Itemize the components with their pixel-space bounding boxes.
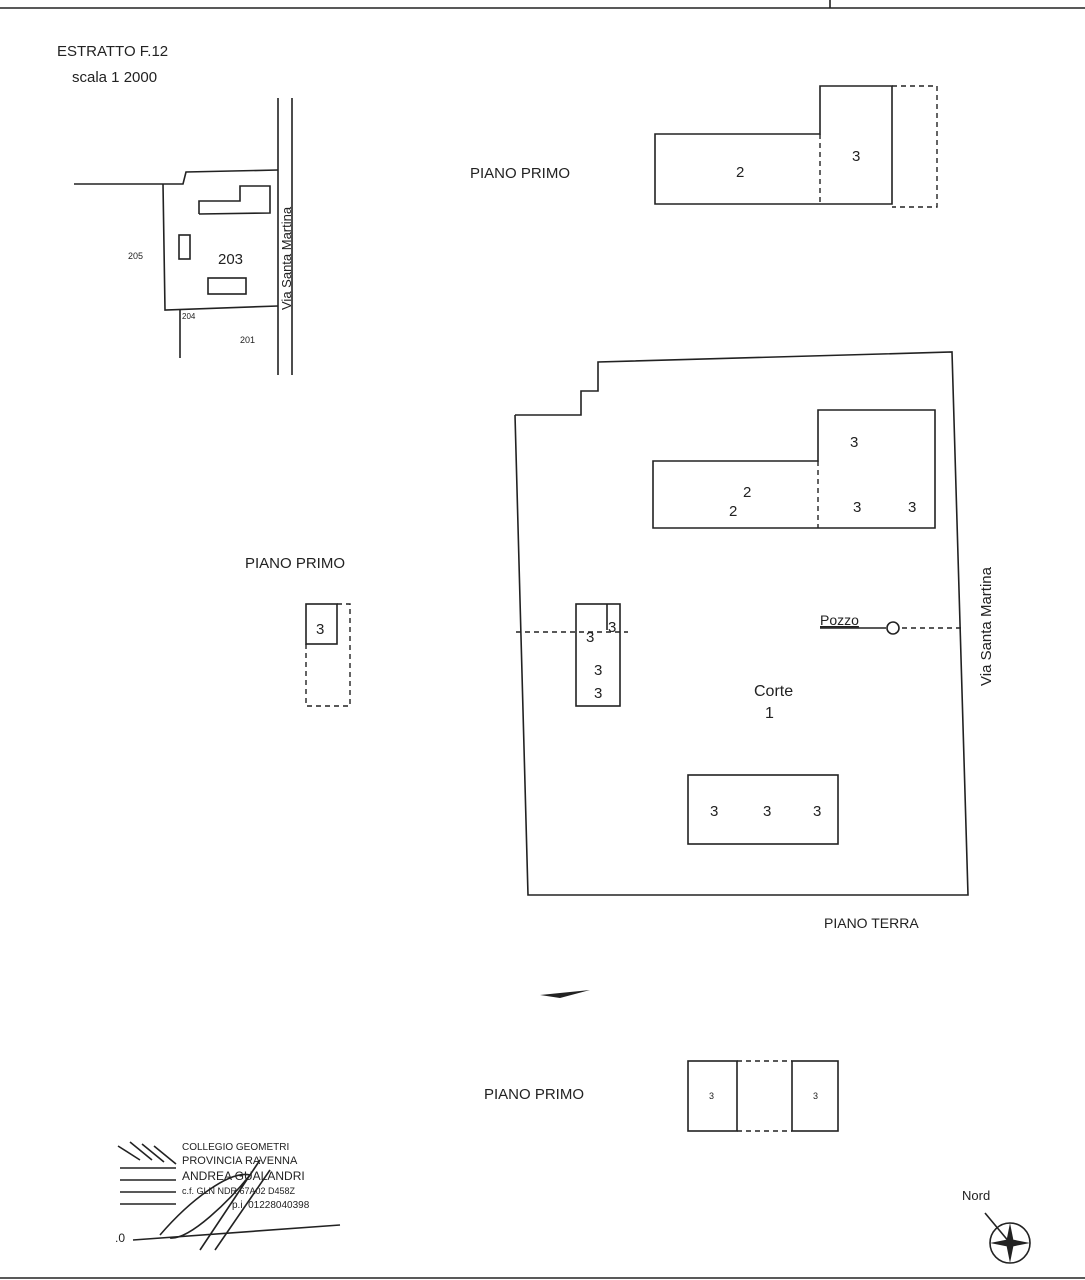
svg-text:3: 3: [813, 803, 821, 820]
extract-scale: scala 1 2000: [72, 69, 157, 86]
svg-text:p.i. 01228040398: p.i. 01228040398: [232, 1200, 310, 1211]
well-label: Pozzo: [820, 612, 859, 628]
parcel-number: 203: [218, 251, 243, 268]
first-floor-plan-top: PIANO PRIMO 2 3: [470, 85, 938, 208]
svg-text:2: 2: [729, 503, 737, 520]
north-arrow: Nord: [962, 1188, 1031, 1264]
svg-text:204: 204: [182, 312, 196, 321]
svg-text:PIANO PRIMO: PIANO PRIMO: [245, 555, 345, 572]
cadastral-extract: ESTRATTO F.12 scala 1 2000 205 203 204 2…: [57, 43, 294, 375]
svg-text:3: 3: [608, 619, 616, 636]
svg-text:3: 3: [316, 621, 324, 638]
street-label-ground: Via Santa Martina: [978, 566, 995, 686]
south-building: [687, 774, 839, 845]
first-floor-plan-left: PIANO PRIMO 3: [245, 555, 351, 707]
svg-text:3: 3: [594, 685, 602, 702]
ground-floor-plan: 3 2 2 3 3 3 3 3 3 Pozzo Corte 1 3 3 3 Vi…: [514, 351, 995, 931]
svg-text:COLLEGIO GEOMETRI: COLLEGIO GEOMETRI: [182, 1142, 289, 1153]
svg-text:205: 205: [128, 251, 143, 261]
svg-text:3: 3: [763, 803, 771, 820]
svg-text:3: 3: [853, 499, 861, 516]
svg-text:2: 2: [736, 164, 744, 181]
svg-text:.0: .0: [115, 1231, 125, 1245]
svg-text:ANDREA GUALANDRI: ANDREA GUALANDRI: [182, 1169, 305, 1183]
court-label: Corte: [754, 683, 793, 700]
well-symbol: [886, 621, 900, 635]
svg-text:Nord: Nord: [962, 1188, 990, 1203]
svg-text:PIANO PRIMO: PIANO PRIMO: [470, 165, 570, 182]
svg-text:3: 3: [852, 148, 860, 165]
svg-text:PIANO PRIMO: PIANO PRIMO: [484, 1086, 584, 1103]
surveyor-stamp: COLLEGIO GEOMETRI PROVINCIA RAVENNA ANDR…: [115, 1141, 341, 1251]
svg-text:3: 3: [710, 803, 718, 820]
svg-text:3: 3: [594, 662, 602, 679]
svg-text:3: 3: [850, 434, 858, 451]
ground-floor-label: PIANO TERRA: [824, 915, 919, 931]
small-building: [575, 603, 621, 707]
svg-text:3: 3: [908, 499, 916, 516]
svg-text:3: 3: [813, 1091, 818, 1101]
svg-text:3: 3: [709, 1091, 714, 1101]
svg-text:3: 3: [586, 629, 594, 646]
svg-text:201: 201: [240, 335, 255, 345]
svg-text:2: 2: [743, 484, 751, 501]
extract-title: ESTRATTO F.12: [57, 43, 168, 60]
first-floor-plan-bottom: PIANO PRIMO 3 3: [484, 1060, 839, 1132]
svg-text:1: 1: [765, 705, 774, 722]
svg-text:PROVINCIA RAVENNA: PROVINCIA RAVENNA: [182, 1155, 298, 1167]
scan-smudge: [540, 990, 590, 998]
street-label: Via Santa Martina: [279, 206, 294, 310]
